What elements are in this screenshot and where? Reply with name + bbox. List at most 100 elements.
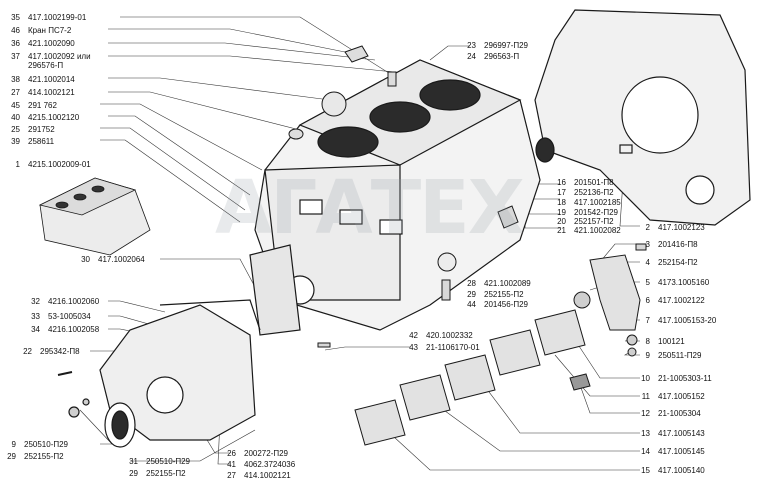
callout-code: 421.1002089: [484, 279, 531, 288]
callout-number: 26: [227, 449, 236, 458]
callout-number: 39: [11, 137, 20, 146]
callout-code: 417.1005152: [658, 392, 705, 401]
callout-number: 35: [11, 13, 20, 22]
callout-number: 41: [227, 460, 236, 469]
callout-number: 34: [31, 325, 40, 334]
callout-code: 252155-П2: [24, 452, 64, 461]
callout-6: 6 417.1002122: [636, 296, 705, 305]
callout-code: 252136-П2: [574, 188, 614, 197]
callout-number: 17: [557, 188, 566, 197]
callout-code: 100121: [658, 337, 685, 346]
callout-number: 6: [645, 296, 650, 305]
timing-cover: [57, 299, 261, 448]
callout-code: 201542-П29: [574, 208, 619, 217]
callout-number: 28: [467, 279, 476, 288]
callout-number: 40: [11, 113, 20, 122]
callout-code: 21-1005304: [658, 409, 701, 418]
callout-code: 291752: [28, 125, 55, 134]
callout-38: 38 421.1002014: [6, 75, 75, 84]
callout-29-left: 29 252155-П2: [2, 452, 64, 461]
callout-code: 200272-П29: [244, 449, 289, 458]
callout-number: 14: [641, 447, 650, 456]
callout-number: 29: [467, 290, 476, 299]
callout-number: 29: [7, 452, 16, 461]
callout-code: 417.1002185: [574, 198, 621, 207]
callout-code: 417.1005140: [658, 466, 705, 475]
callout-code: 250510-П29: [146, 457, 191, 466]
callout-number: 37: [11, 52, 20, 61]
callout-code: 201456-П29: [484, 300, 529, 309]
callout-39: 39 258611: [6, 137, 54, 146]
callout-number: 31: [129, 457, 138, 466]
callout-code: 417.1002064: [98, 255, 145, 264]
callout-40: 40 4215.1002120: [6, 113, 79, 122]
callout-code: 21-1106170-01: [426, 343, 480, 352]
callout-number: 42: [409, 331, 418, 340]
callout-10: 10 21-1005303-11: [636, 374, 712, 383]
callout-31: 31 250510-П29: [124, 457, 190, 466]
callout-number: 24: [467, 52, 476, 61]
callout-28: 28 421.1002089: [462, 279, 531, 288]
callout-number: 9: [11, 440, 16, 449]
callout-number: 32: [31, 297, 40, 306]
callout-25: 25 291752: [6, 125, 55, 134]
callout-number: 4: [645, 258, 650, 267]
callout-number: 5: [645, 278, 650, 287]
callout-code: 417.1005145: [658, 447, 705, 456]
callout-37-alt: 296576-П: [6, 61, 63, 70]
callout-code: 417.1005143: [658, 429, 705, 438]
callout-43: 43 21-1106170-01: [404, 343, 480, 352]
bellhousing: [534, 9, 751, 226]
callout-code: 258611: [28, 137, 55, 146]
callout-number: 43: [409, 343, 418, 352]
callout-code: 417.1002122: [658, 296, 705, 305]
callout-code: 417.1002199-01: [28, 13, 87, 22]
callout-number: 3: [645, 240, 650, 249]
engine-block: [249, 59, 541, 336]
callout-14: 14 417.1005145: [636, 447, 705, 456]
callout-number: 18: [557, 198, 566, 207]
callout-number: 2: [645, 223, 650, 232]
callout-17: 17 252136-П2: [552, 188, 614, 197]
callout-number: 27: [11, 88, 20, 97]
callout-26: 26 200272-П29: [222, 449, 288, 458]
callout-code: 417.1005153-20: [658, 316, 717, 325]
callout-code: 201501-П8: [574, 178, 614, 187]
callout-number: 45: [11, 101, 20, 110]
callout-number: 27: [227, 471, 236, 480]
callout-code: 421.1002014: [28, 75, 75, 84]
callout-number: 38: [11, 75, 20, 84]
callout-code: 250511-П29: [658, 351, 702, 360]
callout-code: 414.1002121: [28, 88, 75, 97]
callout-number: 20: [557, 217, 566, 226]
callout-code: 4215.1002120: [28, 113, 80, 122]
callout-code: 296576-П: [28, 61, 64, 70]
callout-number: 10: [641, 374, 650, 383]
engine-thumbnail: [38, 177, 151, 256]
callout-code: 414.1002121: [244, 471, 291, 480]
callout-code: 21-1005303-11: [658, 374, 712, 383]
top-small-parts: [288, 45, 397, 140]
callout-number: 25: [11, 125, 20, 134]
callout-code: 417.1002092 или: [28, 52, 91, 61]
callout-code: 420.1002332: [426, 331, 473, 340]
callout-35: 35 417.1002199-01: [6, 13, 86, 22]
callout-37: 37 417.1002092 или: [6, 52, 91, 61]
